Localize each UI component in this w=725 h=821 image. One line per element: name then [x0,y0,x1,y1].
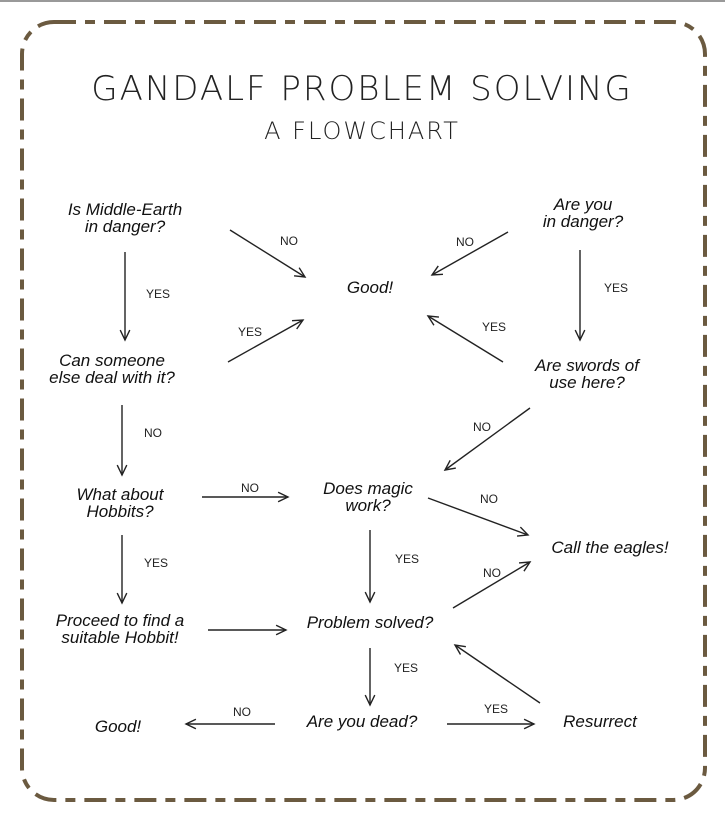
edge-arrow [208,624,288,636]
node-line: in danger? [85,217,166,236]
edge-arrow: NO [202,481,290,503]
edge-label: YES [394,661,418,675]
node-line: Are you [553,195,613,214]
edge-arrow [453,644,541,704]
edge-label: YES [146,287,170,301]
subtitle: A FLOWCHART [264,117,460,145]
arrowhead-icon [293,267,307,278]
edge-arrow: YES [364,648,418,707]
arrowhead-icon [364,694,376,707]
node-line: Are swords of [534,356,641,375]
arrowhead-icon [516,526,530,537]
node-line: Can someone [59,351,165,370]
edge-label: YES [482,320,506,334]
edge-label: NO [241,481,259,495]
edge-label: NO [480,492,498,506]
arrowhead-icon [119,329,131,342]
node-line: Is Middle-Earth [68,200,182,219]
arrowhead-icon [443,459,456,471]
arrowhead-icon [426,315,440,326]
edge-label: NO [233,705,251,719]
edge-arrow: YES [447,702,536,730]
node-resurrect: Resurrect [563,712,638,731]
node-line: Good! [95,717,142,736]
edge-line [227,319,304,363]
edge-arrow: YES [116,535,168,605]
edge-arrow: YES [119,252,170,342]
edge-line [427,315,504,363]
edge-arrow: NO [229,229,307,278]
node-line: Resurrect [563,712,638,731]
node-line: Are you dead? [306,712,418,731]
edge-arrow: NO [427,492,530,537]
node-line: else deal with it? [49,368,175,387]
arrowhead-icon [277,491,290,503]
node-line: work? [345,496,391,515]
arrowhead-icon [523,718,536,730]
node-eagles: Call the eagles! [551,538,668,557]
edge-label: NO [144,426,162,440]
node-line: Problem solved? [307,613,434,632]
arrowhead-icon [116,592,128,605]
edge-label: YES [395,552,419,566]
edge-arrow: YES [364,530,419,604]
node-line: Hobbits? [86,502,154,521]
node-line: Does magic [323,479,413,498]
arrowhead-icon [116,464,128,477]
edge-line [452,561,531,609]
node-problem-solved: Problem solved? [307,613,434,632]
edge-label: NO [456,235,474,249]
edge-line [427,497,529,536]
edge-label: YES [604,281,628,295]
node-line: in danger? [543,212,624,231]
arrowhead-icon [291,319,305,330]
edge-arrow: NO [443,407,531,471]
arrowhead-icon [184,718,197,730]
arrowhead-icon [453,644,466,655]
arrowhead-icon [574,329,586,342]
arrowhead-icon [518,561,532,572]
edge-arrow: YES [574,250,628,342]
arrowhead-icon [430,265,444,276]
edge-label: YES [144,556,168,570]
node-line: suitable Hobbit! [61,628,178,647]
arrowhead-icon [364,591,376,604]
edge-arrow: NO [430,231,509,276]
node-line: Call the eagles! [551,538,668,557]
edge-label: NO [280,234,298,248]
edge-label: YES [484,702,508,716]
edge-arrow: YES [227,319,305,363]
node-line: Proceed to find a [56,611,185,630]
edge-label: NO [473,420,491,434]
node-line: What about [77,485,165,504]
node-good-bottom: Good! [95,717,142,736]
edge-line [454,644,541,704]
node-line: Good! [347,278,394,297]
edge-arrow: NO [452,561,532,609]
title: GANDALF PROBLEM SOLVING [91,69,633,109]
edge-arrow: NO [184,705,275,730]
edge-arrow: NO [116,405,162,477]
edge-label: NO [483,566,501,580]
node-line: use here? [549,373,625,392]
dashed-border [20,20,707,802]
edge-line [431,231,509,276]
edge-label: YES [238,325,262,339]
edge-line [444,407,531,471]
edge-line [229,229,306,278]
node-dead: Are you dead? [306,712,418,731]
arrowhead-icon [275,624,288,636]
node-good-top: Good! [347,278,394,297]
edge-arrow: YES [426,315,506,363]
